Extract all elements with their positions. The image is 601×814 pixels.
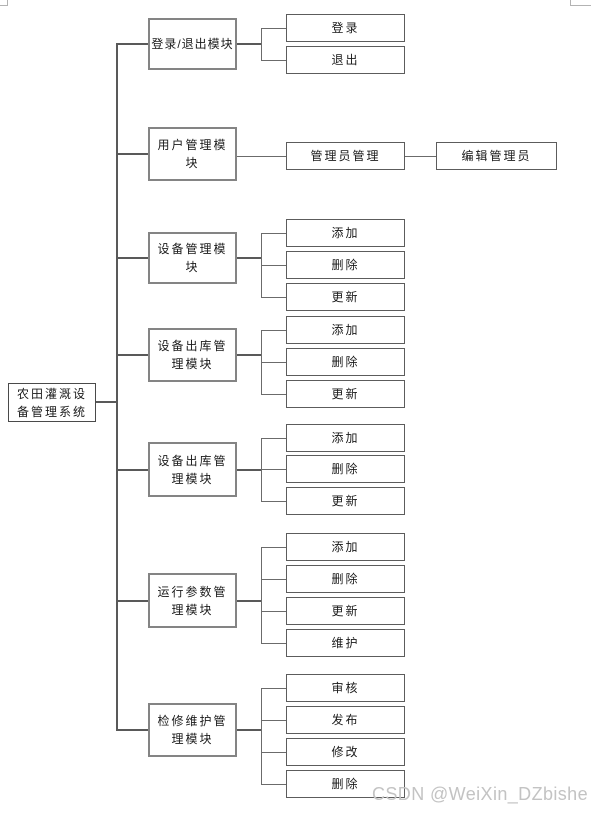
leaf-node: 删除 [286,565,405,593]
connector-line [405,156,436,157]
branch-line [116,257,148,259]
leaf-node: 删除 [286,251,405,279]
branch-line [116,43,148,45]
bracket-stub-line [261,297,286,298]
bracket-vertical-line [261,28,262,61]
bracket-stub-line [261,265,286,266]
module-bracket-line [237,354,262,356]
leaf-node: 添加 [286,219,405,247]
module-node: 设备出库管理模块 [148,442,237,497]
module-bracket-line [237,729,262,731]
module-bracket-line [237,43,262,45]
bracket-stub-line [261,233,286,234]
bracket-stub-line [261,611,286,612]
bracket-stub-line [261,643,286,644]
bracket-vertical-line [261,547,262,644]
module-bracket-line [237,599,262,602]
module-node: 设备出库管理模块 [148,328,237,382]
leaf-node: 管理员管理 [286,142,405,170]
bracket-stub-line [261,330,286,331]
module-node: 检修维护管理模块 [148,703,237,757]
cropped-box-fragment-top-right-h [570,5,591,6]
leaf-node: 更新 [286,380,405,408]
csdn-watermark: CSDN @WeiXin_DZbishe [372,784,589,804]
bracket-stub-line [261,394,286,395]
bracket-stub-line [261,688,286,689]
leaf-node: 删除 [286,455,405,483]
leaf-node: 添加 [286,316,405,344]
leaf-node: 添加 [286,424,405,452]
branch-line [116,468,148,471]
bracket-stub-line [261,784,286,785]
bracket-stub-line [261,720,286,721]
leaf-node: 删除 [286,348,405,376]
root-connector-line [96,401,118,403]
leaf-node: 添加 [286,533,405,561]
bracket-stub-line [261,469,286,470]
leaf-node: 更新 [286,283,405,311]
bracket-stub-line [261,752,286,753]
connector-line [237,156,286,157]
bracket-stub-line [261,28,286,29]
cropped-box-fragment-top-left-v [7,0,8,6]
module-node: 登录/退出模块 [148,18,237,70]
leaf-node: 修改 [286,738,405,766]
module-bracket-line [237,468,262,471]
bracket-stub-line [261,547,286,548]
module-bracket-line [237,257,262,259]
module-node: 设备管理模块 [148,232,237,284]
branch-line [116,153,148,155]
bracket-stub-line [261,579,286,580]
bracket-stub-line [261,438,286,439]
trunk-line [116,43,118,731]
leaf-node: 审核 [286,674,405,702]
bracket-vertical-line [261,438,262,502]
leaf-node: 登录 [286,14,405,42]
leaf-node: 更新 [286,597,405,625]
branch-line [116,729,148,731]
leaf-node: 发布 [286,706,405,734]
root-node-system: 农田灌溉设备管理系统 [8,383,96,422]
leaf-node: 编辑管理员 [436,142,557,170]
cropped-box-fragment-top-left-h [0,5,8,6]
leaf-node: 退出 [286,46,405,74]
leaf-node: 维护 [286,629,405,657]
leaf-node: 更新 [286,487,405,515]
bracket-stub-line [261,60,286,61]
cropped-box-fragment-top-right-v [570,0,571,6]
leaf-node: 删除 [286,770,405,798]
bracket-stub-line [261,501,286,502]
bracket-stub-line [261,362,286,363]
module-node: 运行参数管理模块 [148,573,237,628]
module-node: 用户管理模块 [148,127,237,181]
branch-line [116,354,148,356]
branch-line [116,599,148,602]
bracket-vertical-line [261,688,262,785]
